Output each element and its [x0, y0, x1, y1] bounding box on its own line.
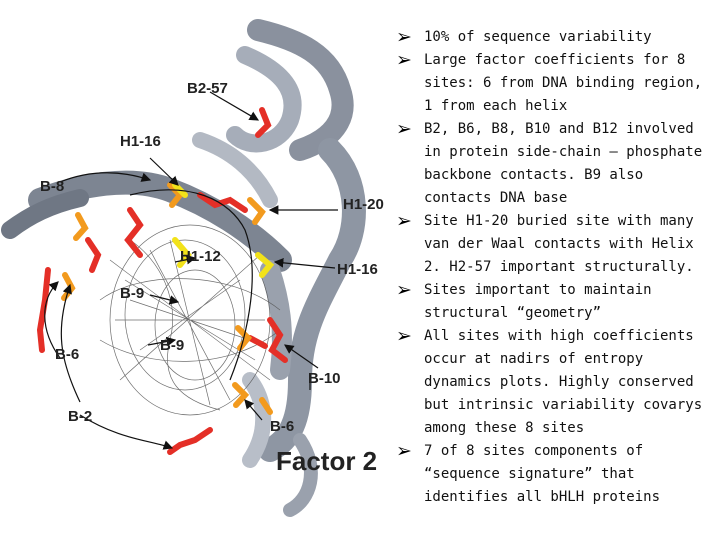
bullet-item: ➢ Site H1-20 buried site with many van de…	[396, 210, 718, 279]
bullet-item: ➢ Large factor coefficients for 8 sites: …	[396, 49, 718, 118]
bullet-text: Site H1-20 buried site with many van der…	[424, 213, 703, 275]
label-h1-20: H1-20	[343, 196, 384, 213]
arrow-bullet-icon: ➢	[396, 210, 412, 232]
bullet-text: 7 of 8 sites components of “sequence sig…	[424, 443, 661, 505]
protein-structure-figure: B2-57 H1-16 B-8 H1-20 H1-12 H1-16 B-9 B-…	[1, 19, 384, 517]
arrow-bullet-icon: ➢	[396, 325, 412, 347]
label-h1-12: H1-12	[180, 248, 221, 265]
label-b2-57: B2-57	[187, 80, 228, 97]
bullet-item: ➢ All sites with high coefficients occur …	[396, 325, 718, 440]
arrow-bullet-icon: ➢	[396, 26, 412, 48]
label-b-9-center: B-9	[160, 337, 185, 354]
label-b-6-left: B-6	[55, 346, 80, 363]
bullet-item: ➢ 7 of 8 sites components of “sequence si…	[396, 440, 718, 509]
bullet-item: ➢ Sites important to maintain structural …	[396, 279, 718, 325]
bullet-text: All sites with high coefficients occur a…	[424, 328, 711, 436]
label-b-10: B-10	[308, 370, 341, 387]
bullet-text: Large factor coefficients for 8 sites: 6…	[424, 52, 711, 114]
protein-ribbon-illustration	[1, 19, 366, 517]
bullet-list: ➢ 10% of sequence variability ➢ Large fact…	[396, 26, 718, 509]
helix-ribbons	[1, 19, 366, 517]
figure-title: Factor 2	[276, 446, 378, 476]
label-b-8: B-8	[40, 178, 65, 195]
bullet-item: ➢ B2, B6, B8, B10 and B12 involved in pro…	[396, 118, 718, 210]
bullet-text: Sites important to maintain structural “…	[424, 282, 661, 321]
bullet-text: 10% of sequence variability	[424, 29, 652, 45]
arrow-bullet-icon: ➢	[396, 49, 412, 71]
arrow-bullet-icon: ➢	[396, 279, 412, 301]
label-h1-16-top: H1-16	[120, 133, 161, 150]
arrow-bullet-icon: ➢	[396, 440, 412, 462]
bullet-text: B2, B6, B8, B10 and B12 involved in prot…	[424, 121, 711, 206]
label-b-6-bottom: B-6	[270, 418, 295, 435]
label-h1-16-right: H1-16	[337, 261, 378, 278]
residue-sticks-red	[36, 107, 288, 455]
bullet-item: ➢ 10% of sequence variability	[396, 26, 718, 49]
annotation-arrows	[44, 91, 338, 450]
label-b-2: B-2	[68, 408, 93, 425]
label-b-9-left: B-9	[120, 285, 145, 302]
arrow-bullet-icon: ➢	[396, 118, 412, 140]
